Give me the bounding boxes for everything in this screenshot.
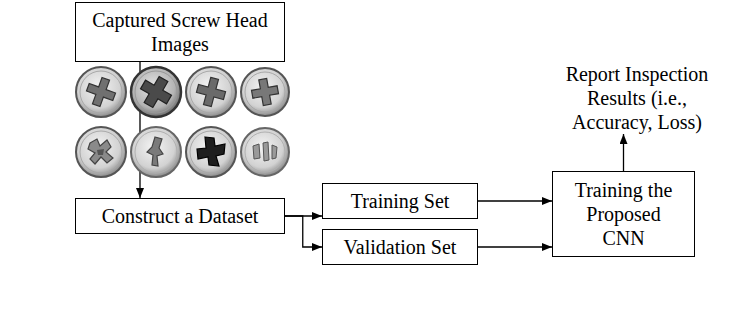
flow-arrow <box>623 134 624 171</box>
process-box: Training Set <box>322 183 478 219</box>
screw-rim <box>241 68 289 116</box>
cross-recess <box>136 72 177 113</box>
screw-ring <box>190 131 232 173</box>
screw-rim <box>186 127 236 177</box>
screw-ring <box>190 71 232 113</box>
flow-arrow <box>478 200 552 201</box>
process-box: Construct a Dataset <box>75 198 285 234</box>
screw-rim <box>131 127 181 177</box>
damaged-recess <box>253 144 260 159</box>
cross-recess <box>83 74 119 110</box>
damaged-recess <box>88 139 113 164</box>
node-label: Construct a Dataset <box>102 204 259 228</box>
screw-head <box>76 127 126 177</box>
title-box: Captured Screw Head Images <box>75 2 285 62</box>
screw-ring <box>245 132 285 172</box>
screw-head <box>131 67 181 117</box>
damaged-recess <box>147 137 163 166</box>
screw-ring <box>80 71 122 113</box>
flow-arrow <box>478 246 552 247</box>
damaged-recess <box>272 145 277 159</box>
screw-rim <box>186 67 236 117</box>
screw-rim <box>76 67 126 117</box>
damaged-recess <box>197 137 225 166</box>
result-text: Report Inspection Results (i.e., Accurac… <box>545 62 729 134</box>
node-label: Training the Proposed CNN <box>567 178 680 250</box>
cross-recess <box>194 75 228 109</box>
damaged-recess <box>263 142 269 161</box>
screw-ring <box>135 71 177 113</box>
screw-head <box>76 67 126 117</box>
cross-recess <box>250 77 280 107</box>
node-label: Training Set <box>351 189 450 213</box>
screw-head <box>186 67 236 117</box>
process-box: Training the Proposed CNN <box>552 171 695 257</box>
node-label: Validation Set <box>344 235 457 259</box>
screw-head <box>186 127 236 177</box>
screw-ring <box>245 72 285 112</box>
screw-rim <box>76 127 126 177</box>
screw-head <box>131 127 181 177</box>
node-label: Report Inspection Results (i.e., Accurac… <box>545 62 729 134</box>
process-box: Validation Set <box>322 229 478 265</box>
damage-mark <box>97 149 104 155</box>
screw-ring <box>135 131 177 173</box>
screw-ring <box>80 131 122 173</box>
flow-arrow <box>285 216 322 247</box>
screw-head <box>241 128 289 176</box>
screw-rim <box>131 67 181 117</box>
screw-rim <box>241 128 289 176</box>
screw-head <box>241 68 289 116</box>
node-label: Captured Screw Head Images <box>82 8 278 56</box>
